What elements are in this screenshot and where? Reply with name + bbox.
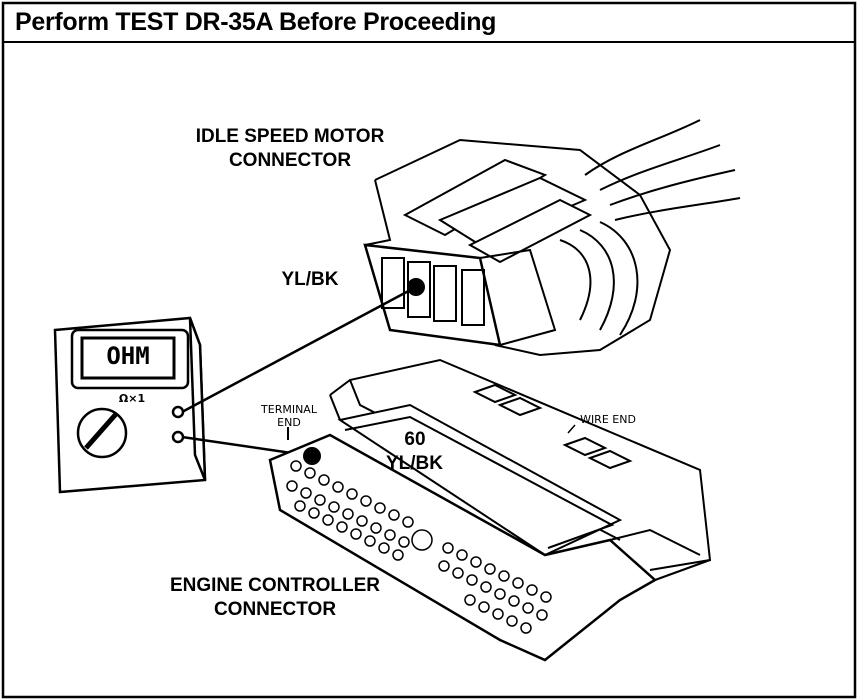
meter-display-text: OHM (106, 342, 150, 370)
test-lead-positive (181, 285, 417, 414)
terminal-end-line1: TERMINAL (261, 403, 317, 416)
terminal-end-line2: END (277, 416, 301, 429)
engine-controller-label: ENGINE CONTROLLER CONNECTOR (140, 574, 410, 622)
idle-speed-motor-connector (363, 119, 741, 357)
idle-speed-line2: CONNECTOR (228, 150, 352, 171)
yl-bk-bottom-label: YL/BK (386, 453, 443, 474)
idle-speed-motor-label: IDLE SPEED MOTOR CONNECTOR (160, 125, 420, 173)
wire-end-label: WIRE END (580, 413, 636, 426)
title-bar: Perform TEST DR-35A Before Proceeding (3, 3, 855, 43)
engine-line2: CONNECTOR (213, 599, 337, 620)
terminal-end-label: TERMINAL END (252, 403, 326, 429)
engine-line1: ENGINE CONTROLLER (169, 575, 381, 596)
meter-range-label: Ω×1 (118, 392, 146, 405)
page-title: Perform TEST DR-35A Before Proceeding (15, 8, 497, 36)
idle-speed-line1: IDLE SPEED MOTOR (195, 126, 385, 147)
engine-controller-connector (268, 358, 712, 662)
pin-number-label: 60 (404, 429, 426, 450)
yl-bk-top-label: YL/BK (281, 269, 339, 290)
